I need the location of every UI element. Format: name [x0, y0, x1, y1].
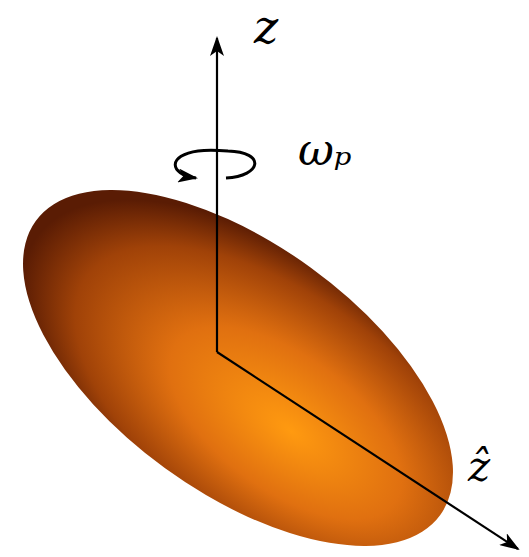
body-axis: [217, 352, 518, 549]
angular-velocity-label: ωₚ: [298, 128, 351, 172]
axis-label: ẑ: [468, 446, 490, 488]
axis-label: z: [254, 4, 278, 50]
rotation-arrow: [175, 150, 255, 178]
z-axis: [216, 38, 218, 352]
ellipsoid: [0, 121, 513, 557]
